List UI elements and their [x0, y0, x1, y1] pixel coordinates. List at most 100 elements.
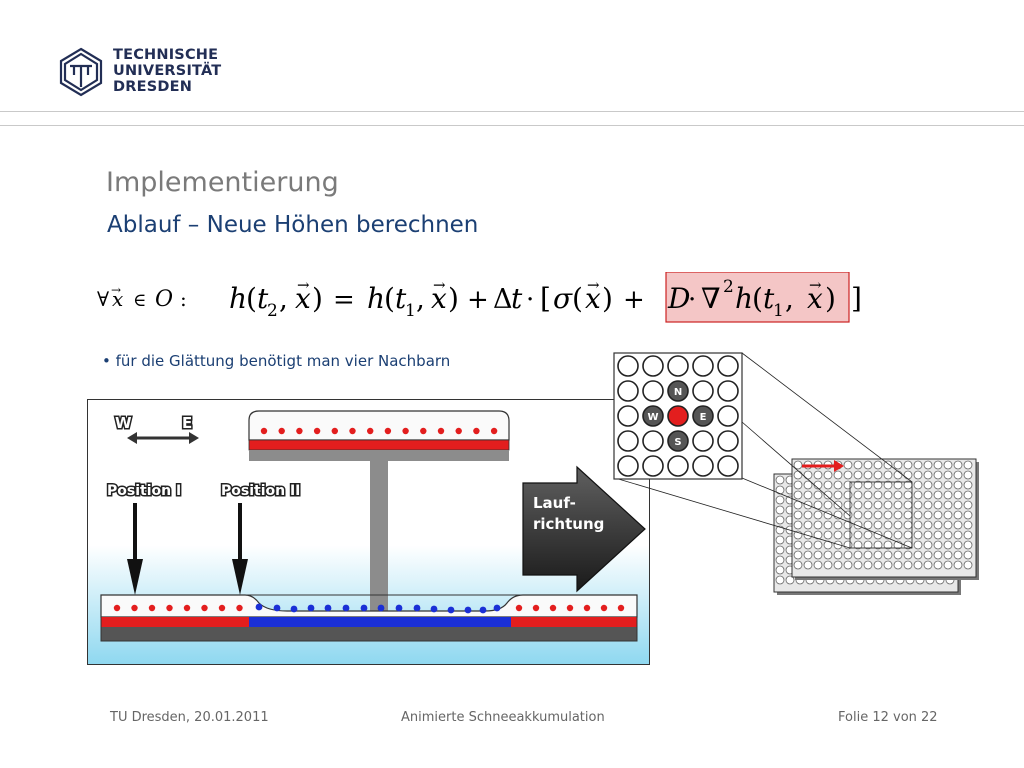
snow-plow-scene: W E Position I Position II Lauf- richtun… [87, 399, 650, 665]
snow-dot-moved [342, 604, 350, 612]
grid-cell [692, 380, 714, 402]
snow-dot [617, 604, 625, 612]
upper-platform [248, 410, 510, 461]
label-w: W [115, 414, 132, 432]
snow-dot [131, 604, 138, 612]
grid-cell [642, 355, 664, 377]
diffusion-term-highlight [665, 272, 850, 323]
t-1: t [257, 282, 269, 315]
movement-arrow-icon [834, 460, 844, 472]
footer-page-number: Folie 12 von 22 [838, 710, 938, 725]
snow-dot-moved [307, 604, 315, 612]
selection-box [849, 481, 913, 549]
snow-dot [583, 604, 591, 612]
label-e: E [182, 414, 192, 432]
arrow-east-icon [189, 432, 199, 444]
snow-dot-moved [290, 605, 298, 613]
plus-2: + [623, 285, 645, 315]
vec-x-1: x [112, 287, 123, 311]
snow-dot [201, 604, 208, 612]
vec-arrow-3: → [433, 276, 446, 294]
grid-cell [667, 455, 689, 477]
snow-dot [532, 604, 540, 612]
snow-dot [260, 427, 268, 435]
logo-line-3: DRESDEN [113, 79, 193, 95]
grid-cell [717, 455, 739, 477]
sup-2: 2 [723, 277, 734, 297]
set-o: O [155, 287, 173, 312]
sub-2: 2 [267, 301, 278, 321]
cdot-1: · [526, 285, 534, 315]
ground-base [101, 627, 637, 641]
snow-dot [331, 427, 338, 435]
vec-arrow-5: → [809, 276, 822, 294]
grid-cell [642, 455, 664, 477]
grid-cell [717, 380, 739, 402]
grid-cell [617, 455, 639, 477]
grid-cell [667, 355, 689, 377]
snow-dot [384, 427, 392, 435]
snow-dot [113, 604, 121, 612]
snow-dot-moved [413, 604, 421, 612]
direction-indicator: W E [114, 413, 199, 444]
snow-dot-moved [273, 604, 281, 612]
label-position-2: Position II [221, 483, 300, 499]
neighbor-east-label: E [700, 412, 707, 423]
snow-dot [218, 604, 226, 612]
t-4: t [763, 282, 775, 315]
ground-layers [100, 594, 638, 642]
vec-arrow-1: → [111, 283, 121, 297]
nabla-symbol: ∇ [701, 282, 721, 315]
cdot-2: · [688, 285, 696, 315]
comma-1: , [279, 282, 288, 315]
grid-cell [717, 430, 739, 452]
rparen-4: ) [825, 282, 836, 315]
upper-red-dots [260, 427, 498, 435]
snow-dot [183, 604, 191, 612]
tu-dresden-logo-icon [59, 47, 103, 97]
neighbor-cell [667, 380, 689, 402]
h-1: h [229, 282, 247, 315]
rparen-1: ) [312, 282, 323, 315]
t-2: t [395, 282, 407, 315]
snow-dot-moved [430, 605, 438, 613]
delta-symbol: Δ [493, 284, 513, 315]
grid-cell [717, 355, 739, 377]
header-divider-top [0, 111, 1024, 112]
snow-dot [566, 604, 574, 612]
sigma-symbol: σ [553, 282, 573, 315]
lparen-1: ( [246, 282, 257, 315]
zoomed-neighbor-grid [617, 355, 739, 477]
d-coefficient: D [667, 282, 690, 315]
rbracket: ] [851, 282, 862, 315]
snow-dot [367, 427, 374, 435]
vec-x-4: x [585, 282, 601, 315]
snow-dot [473, 427, 480, 435]
grid-cell [617, 430, 639, 452]
lparen-4: ( [752, 282, 763, 315]
vec-x-3: x [431, 282, 447, 315]
grid-neighborhood-diagram: N W E S [613, 352, 979, 595]
center-cell [667, 405, 689, 427]
snow-dot [490, 427, 498, 435]
neighbor-cell [692, 405, 714, 427]
comma-3: , [785, 282, 794, 315]
plus-1: + [467, 285, 489, 315]
snow-dot-moved [447, 606, 455, 614]
element-of-symbol: ∈ [133, 290, 146, 311]
snow-dot [455, 427, 462, 435]
snow-dot-moved [395, 604, 403, 612]
zoom-lines [614, 352, 913, 549]
footer-title: Animierte Schneeakkumulation [401, 710, 605, 725]
snow-dot [349, 427, 356, 435]
direction-of-travel-arrow-icon: Lauf- richtung [522, 465, 646, 593]
snow-dot [236, 604, 243, 612]
label-richtung: richtung [533, 515, 604, 533]
snow-dot-moved [377, 604, 385, 612]
slide-subtitle: Ablauf – Neue Höhen berechnen [107, 212, 479, 238]
snow-dot-moved [360, 604, 368, 612]
header-divider-bottom [0, 125, 1024, 126]
red-segment-right [511, 617, 637, 627]
snow-dot [600, 604, 608, 612]
logo-line-1: TECHNISCHE [113, 47, 219, 63]
